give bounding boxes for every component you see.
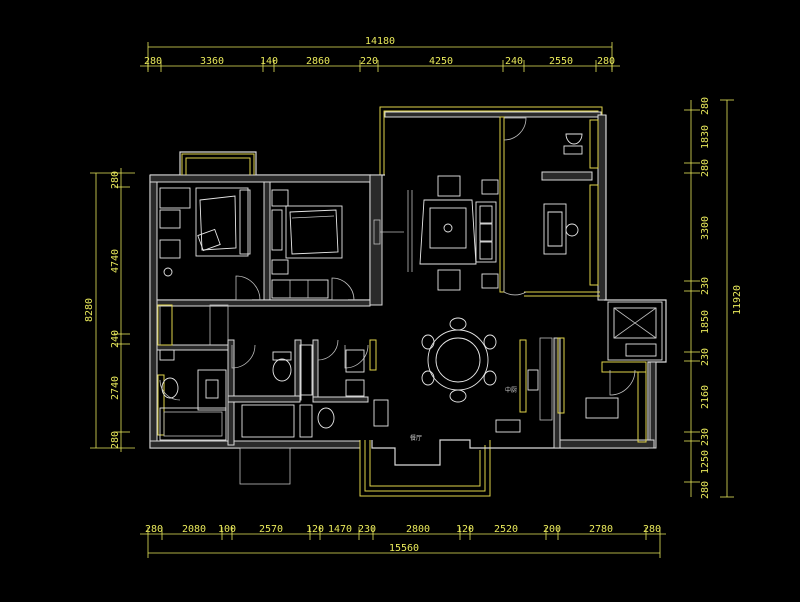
right-seg-8: 230 <box>700 428 711 446</box>
left-seg-0: 280 <box>110 171 121 189</box>
bottom-seg-2: 100 <box>218 524 236 535</box>
top-seg-0: 280 <box>144 56 162 67</box>
right-seg-4: 230 <box>700 277 711 295</box>
top-seg-5: 4250 <box>429 56 453 67</box>
interior-walls <box>156 116 600 449</box>
dining-table <box>427 329 489 391</box>
bottom-seg-4: 120 <box>306 524 324 535</box>
bottom-seg-5: 1470 <box>328 524 352 535</box>
right-ticks <box>684 109 700 483</box>
coffee-table <box>429 207 467 249</box>
dining-area: 餐厅 中厨 <box>373 317 539 442</box>
top-seg-4: 220 <box>360 56 378 67</box>
left-ticks <box>114 186 130 433</box>
kitchen-label: 中厨 <box>505 386 517 394</box>
top-seg-6: 240 <box>505 56 523 67</box>
right-seg-10: 280 <box>700 481 711 499</box>
bottom-seg-9: 2520 <box>494 524 518 535</box>
right-total-dimension: 11920 <box>732 285 743 315</box>
top-seg-1: 3360 <box>200 56 224 67</box>
right-seg-0: 280 <box>700 97 711 115</box>
bottom-seg-12: 280 <box>643 524 661 535</box>
right-seg-5: 1850 <box>700 310 711 334</box>
doors <box>159 117 636 401</box>
bottom-seg-7: 2800 <box>406 524 430 535</box>
bottom-seg-11: 2780 <box>589 524 613 535</box>
left-seg-1: 4740 <box>110 249 121 273</box>
sofa <box>475 201 497 263</box>
left-dimension-chain: 8280 280 4740 240 2740 280 <box>84 168 135 452</box>
bedroom-left <box>159 187 251 277</box>
elevator-shaft <box>607 301 663 361</box>
top-total-dimension: 14180 <box>365 36 395 47</box>
bottom-total-dimension: 15560 <box>389 543 419 554</box>
right-seg-2: 280 <box>700 159 711 177</box>
bottom-seg-8: 120 <box>456 524 474 535</box>
dining-label: 餐厅 <box>410 434 422 442</box>
bottom-seg-3: 2570 <box>259 524 283 535</box>
windows <box>157 119 647 443</box>
left-total-dimension: 8280 <box>84 298 95 322</box>
bottom-dimension-chain: 280 2080 100 2570 120 1470 230 2800 120 … <box>140 524 666 558</box>
right-seg-9: 1250 <box>700 450 711 474</box>
master-bedroom <box>543 133 583 255</box>
right-dimension-chain: 280 1830 280 3300 230 1850 230 2160 230 … <box>684 97 743 499</box>
right-seg-3: 3300 <box>700 216 711 240</box>
left-seg-3: 2740 <box>110 376 121 400</box>
right-seg-6: 230 <box>700 348 711 366</box>
living-room <box>373 175 499 291</box>
bottom-seg-0: 280 <box>145 524 163 535</box>
bathroom-left <box>159 349 227 441</box>
top-seg-7: 2550 <box>549 56 573 67</box>
bottom-seg-6: 230 <box>358 524 376 535</box>
top-ticks <box>147 60 613 72</box>
bed-middle <box>285 205 343 259</box>
bottom-seg-1: 2080 <box>182 524 206 535</box>
right-seg-7: 2160 <box>700 385 711 409</box>
bottom-seg-10: 200 <box>543 524 561 535</box>
left-seg-2: 240 <box>110 330 121 348</box>
bed-left <box>195 187 249 257</box>
right-seg-1: 1830 <box>700 125 711 149</box>
storage-room-right <box>585 397 619 419</box>
top-dimension-chain: 14180 280 3360 140 2860 220 4250 240 255… <box>140 36 620 72</box>
bedroom-middle <box>271 189 343 299</box>
left-seg-4: 280 <box>110 431 121 449</box>
top-seg-2: 140 <box>260 56 278 67</box>
top-seg-3: 2860 <box>306 56 330 67</box>
bathroom-middle <box>241 344 365 438</box>
top-seg-8: 280 <box>597 56 615 67</box>
